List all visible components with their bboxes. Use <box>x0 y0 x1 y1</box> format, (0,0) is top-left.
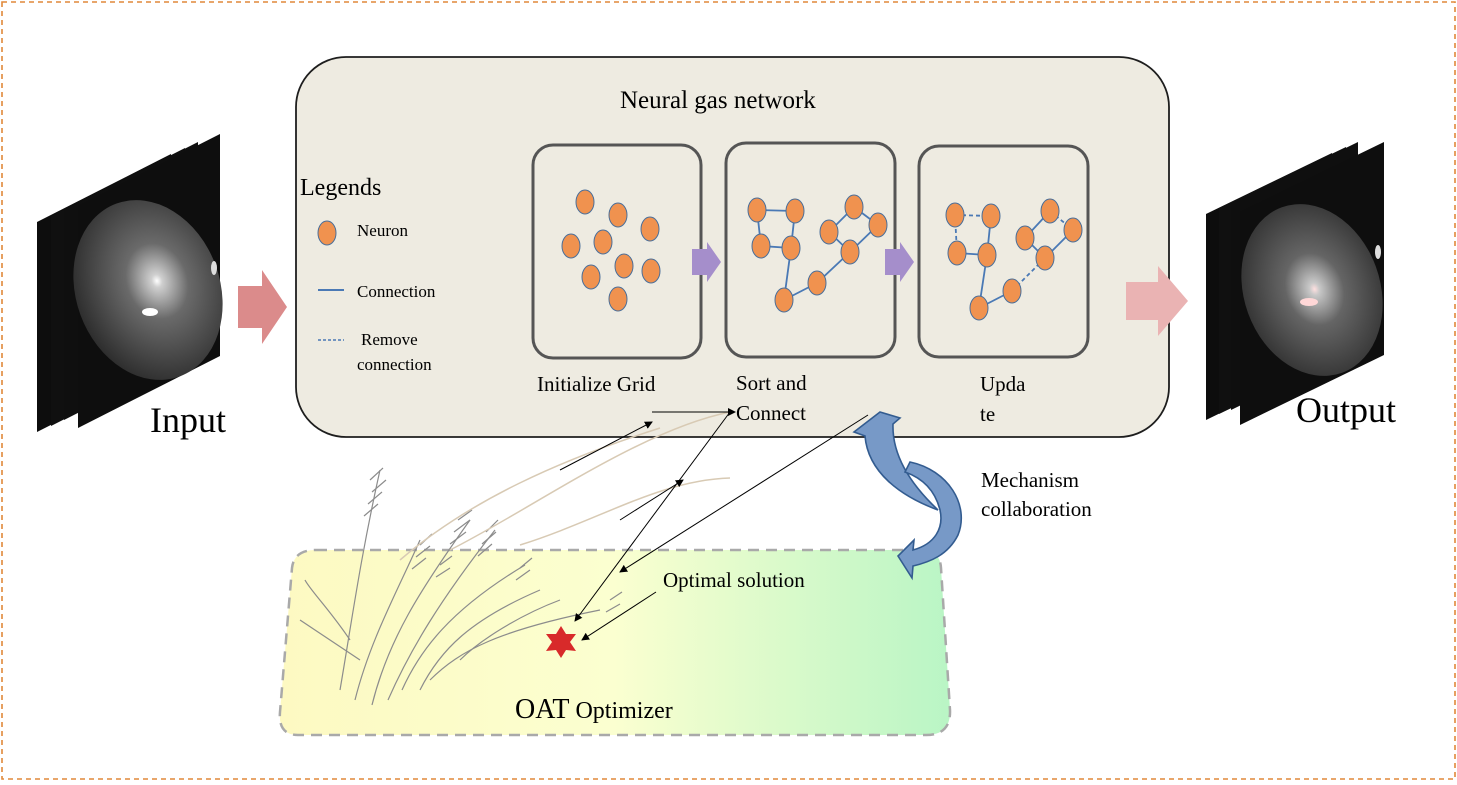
legend: Legends Neuron Connection Remove connect… <box>300 175 436 374</box>
neuron <box>981 203 1001 229</box>
optimizer-panel <box>278 548 952 737</box>
neuron <box>561 233 581 259</box>
cycle-arrow-lower <box>896 461 963 581</box>
mechanism-label-1: Mechanism <box>981 468 1079 492</box>
legend-remove-label-1: Remove <box>361 330 418 349</box>
neuron <box>844 194 864 220</box>
legend-connection-label: Connection <box>357 282 436 301</box>
legend-neuron-label: Neuron <box>357 221 408 240</box>
stage-label-sort-1: Sort and <box>736 371 807 395</box>
stage-box-update <box>917 144 1090 359</box>
neuron <box>969 295 989 321</box>
neuron <box>641 258 661 284</box>
output-label: Output <box>1296 390 1396 430</box>
neuron <box>608 202 628 228</box>
neuron <box>747 197 767 223</box>
mechanism-label-2: collaboration <box>981 497 1092 521</box>
stage-label-update-1: Upda <box>980 372 1026 396</box>
stage-arrow-1 <box>692 242 721 282</box>
neurons-update <box>945 198 1083 321</box>
neuron <box>751 233 771 259</box>
input-image-stack <box>37 134 223 432</box>
optimal-solution-star <box>546 626 576 658</box>
wheat-illustration <box>299 467 623 706</box>
cycle-arrows <box>852 411 963 581</box>
trajectory-lines <box>399 411 731 561</box>
neuron <box>977 242 997 268</box>
neuron <box>1015 225 1035 251</box>
input-arrow <box>238 270 287 344</box>
stage-label-update-2: te <box>980 402 995 426</box>
neuron <box>807 270 827 296</box>
stage-arrow-2 <box>885 242 914 282</box>
neurons-sort <box>747 194 888 313</box>
stage-box-sort <box>724 141 897 359</box>
neuron <box>785 198 805 224</box>
stage-box-initialize <box>531 143 703 360</box>
neuron <box>945 202 965 228</box>
neuron <box>819 219 839 245</box>
optimizer-label-main: OAT <box>515 694 569 725</box>
legend-remove-label-2: connection <box>357 355 432 374</box>
neuron <box>840 239 860 265</box>
neuron <box>581 264 601 290</box>
stage-label-initialize: Initialize Grid <box>537 372 656 396</box>
neuron <box>1002 278 1022 304</box>
input-label: Input <box>150 400 226 440</box>
stage-label-sort-2: Connect <box>736 401 806 425</box>
pointer-arrows <box>559 408 869 641</box>
neuron <box>868 212 888 238</box>
neuron <box>781 235 801 261</box>
legend-title: Legends <box>300 175 381 201</box>
neuron <box>1040 198 1060 224</box>
neuron <box>614 253 634 279</box>
neuron <box>947 240 967 266</box>
output-arrow <box>1126 266 1188 336</box>
optimizer-label-rest: Optimizer <box>569 698 672 724</box>
neuron <box>1063 217 1083 243</box>
cycle-arrow-upper <box>852 411 939 511</box>
neuron <box>575 189 595 215</box>
neuron <box>1035 245 1055 271</box>
optimal-solution-label: Optimal solution <box>663 568 805 592</box>
neuron <box>593 229 613 255</box>
optimizer-label: OAT Optimizer <box>515 694 673 725</box>
neuron <box>640 216 660 242</box>
neurons-initialize <box>561 189 661 312</box>
neuron <box>774 287 794 313</box>
network-title: Neural gas network <box>620 87 816 114</box>
neuron <box>608 286 628 312</box>
legend-neuron-icon <box>317 220 337 246</box>
output-image-stack <box>1206 142 1384 425</box>
